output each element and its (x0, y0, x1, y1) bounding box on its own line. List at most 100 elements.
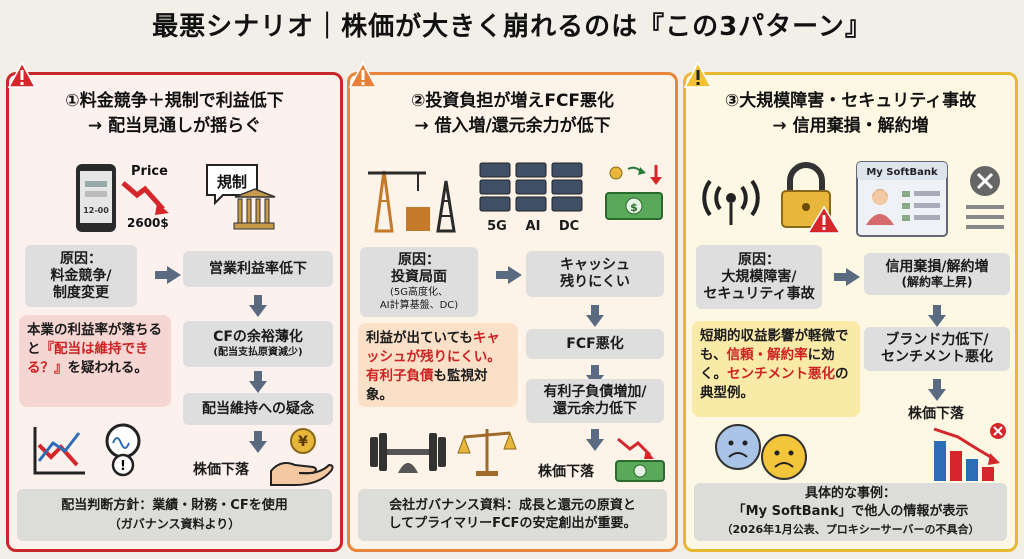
warning-icon (348, 61, 378, 88)
note-text: に効く。 (700, 347, 835, 382)
heading-line-1: ②投資負担が増えFCF悪化 (410, 91, 615, 111)
hand-coin-icon: ¥ (270, 428, 334, 486)
flow-box-debt: 有利子負債増加/ 還元余力低下 (526, 379, 664, 423)
panel-heading: ③大規模障害・セキュリティ事故 → 信用棄損・解約増 (686, 89, 1015, 139)
question-magnifier-icon: ! (105, 423, 141, 477)
flow-text: 配当維持への疑念 (202, 400, 314, 417)
flow-box-fcf: FCF悪化 (526, 329, 664, 359)
note-text: の典型例。 (700, 366, 849, 401)
page-title: 最悪シナリオ｜株価が大きく崩れるのは『この3パターン』 (152, 12, 872, 42)
footer-line: 具体的な事例： (804, 486, 896, 501)
card-title: My SoftBank (866, 167, 938, 178)
note-text: も監視対象。 (366, 368, 488, 403)
heading-line-1: ①料金競争＋規制で利益低下 (65, 91, 284, 111)
arrow-down (586, 305, 604, 327)
close-icon (966, 166, 1004, 229)
money-outflow-icon: $ (605, 165, 663, 220)
explanation-note: 利益が出ていてもキャッシュが残りにくい。有利子負債も監視対象。 (358, 323, 518, 407)
price-label: Price (131, 164, 168, 179)
heading-line-2: → 信用棄損・解約増 (772, 116, 929, 136)
arrow-down (249, 371, 267, 393)
explanation-note: 本業の利益率が落ちると『配当は維持できる？』を疑われる。 (19, 315, 171, 407)
panel-price-competition: ①料金競争＋規制で利益低下 → 配当見通しが揺らぐ 12-00 Price 26… (6, 72, 343, 552)
cause-box: 原因： 大規模障害/ セキュリティ事故 (696, 245, 822, 309)
money-down-icon (615, 437, 665, 482)
flow-text: 信用棄損/解約増 (885, 259, 989, 275)
smartphone-icon: 12-00 (76, 164, 116, 232)
explanation-note: 短期的収益影響が軽微でも、信頼・解約率に効く。センチメント悪化の典型例。 (692, 321, 860, 417)
note-highlight: センチメント悪化 (727, 366, 835, 382)
svg-text:!: ! (120, 459, 126, 474)
heading-line-2: → 借入増/還元余力が低下 (414, 116, 611, 136)
note-highlight: 『配当は維持できる？』 (27, 341, 149, 376)
cause-label: 原因： (398, 252, 440, 268)
footer-note: 具体的な事例： 「My SoftBank」で他人の情報が表示 （2026年1月公… (694, 483, 1007, 541)
arrow-down (928, 379, 946, 401)
warning-icon (683, 61, 713, 88)
footer-line: してプライマリーFCFの安定創出が重要。 (388, 516, 637, 531)
server-rack-icon (479, 162, 583, 212)
arrow-right (496, 266, 522, 284)
footer-note: 配当判断方針：業績・財務・CFを使用 （ガバナンス資料より） (17, 489, 332, 541)
arrow-down (249, 295, 267, 317)
footer-line: 「My SoftBank」で他人の情報が表示 (732, 504, 969, 519)
account-card-icon: My SoftBank (856, 161, 948, 237)
cause-box: 原因： 投資局面 (5G高度化、 AI計算基盤、DC) (360, 247, 478, 317)
note-text: 利益が出ていても (366, 330, 473, 346)
signal-outage-icon (702, 179, 760, 225)
flow-text: キャッシュ 残りにくい (560, 257, 630, 290)
panel-heading: ②投資負担が増えFCF悪化 → 借入増/還元余力が低下 (350, 89, 675, 139)
arrow-down (249, 431, 267, 453)
note-text: 短期的収益影響が軽微でも、 (700, 328, 849, 363)
regulation-icon: 規制 (206, 164, 276, 230)
flow-text: FCF悪化 (566, 335, 624, 352)
heading-line-1: ③大規模障害・セキュリティ事故 (724, 91, 977, 111)
flow-text: ブランド力低下/ センチメント悪化 (881, 332, 993, 365)
chart-down-icon (33, 427, 85, 475)
cause-label: 原因： (738, 251, 780, 268)
tech-label-5g: 5G (487, 219, 507, 234)
warning-icon (7, 61, 37, 88)
cause-box: 原因： 料金競争/ 制度変更 (25, 245, 137, 307)
construction-tower-icon (368, 170, 456, 233)
balance-scale-icon (457, 429, 517, 476)
flow-text: 有利子負債増加/ 還元余力低下 (543, 384, 647, 417)
flow-box-margin: 営業利益率低下 (183, 251, 333, 287)
result-text: 株価下落 (538, 464, 594, 480)
arrow-right (834, 268, 860, 286)
flow-text: CFの余裕薄化 (213, 329, 303, 345)
falling-bar-chart-icon (933, 423, 1006, 481)
price-value-label: 2600$ (127, 216, 169, 230)
tech-label-ai: AI (525, 219, 541, 234)
arrow-down (928, 305, 946, 327)
arrow-down (586, 429, 604, 451)
heading-line-2: → 配当見通しが揺らぐ (87, 116, 262, 136)
flow-subtext: (解約率上昇) (901, 275, 973, 289)
result-text: 株価下落 (908, 406, 964, 422)
lock-warning-icon (781, 162, 842, 234)
cause-subtext: (5G高度化、 AI計算基盤、DC) (379, 287, 459, 311)
flow-box-trust: 信用棄損/解約増 (解約率上昇) (864, 253, 1010, 295)
footer-line: 会社ガバナンス資料：成長と還元の原資と (389, 498, 636, 513)
cause-text: 投資局面 (391, 269, 447, 285)
cause-label: 原因： (60, 250, 102, 267)
dollar-symbol: $ (630, 201, 638, 214)
footer-line: （2026年1月公表、プロキシーサーバーの不具合） (721, 523, 980, 536)
footer-note: 会社ガバナンス資料：成長と還元の原資と してプライマリーFCFの安定創出が重要。 (358, 489, 667, 541)
result-text: 株価下落 (193, 462, 249, 478)
flow-box-cash: キャッシュ 残りにくい (526, 251, 664, 297)
note-highlight: キャッシュが残りにくい。有利子負債 (366, 330, 501, 384)
phone-amount-label: 12-00 (83, 206, 109, 215)
note-highlight: 信頼・解約率 (726, 347, 808, 363)
flow-subtext: (配当支払原資減少) (213, 347, 303, 358)
footer-line: 配当判断方針：業績・財務・CFを使用 (61, 498, 288, 513)
panel-heading: ①料金競争＋規制で利益低下 → 配当見通しが揺らぐ (9, 89, 340, 139)
flow-box-brand: ブランド力低下/ センチメント悪化 (864, 327, 1010, 371)
worried-faces-icon (715, 424, 807, 480)
flow-text: 営業利益率低下 (209, 260, 307, 277)
footer-line: （ガバナンス資料より） (108, 517, 241, 531)
yen-symbol: ¥ (298, 434, 308, 450)
cause-text: 料金競争/ 制度変更 (50, 267, 112, 301)
tech-label-dc: DC (558, 219, 580, 234)
arrow-right (155, 266, 181, 284)
